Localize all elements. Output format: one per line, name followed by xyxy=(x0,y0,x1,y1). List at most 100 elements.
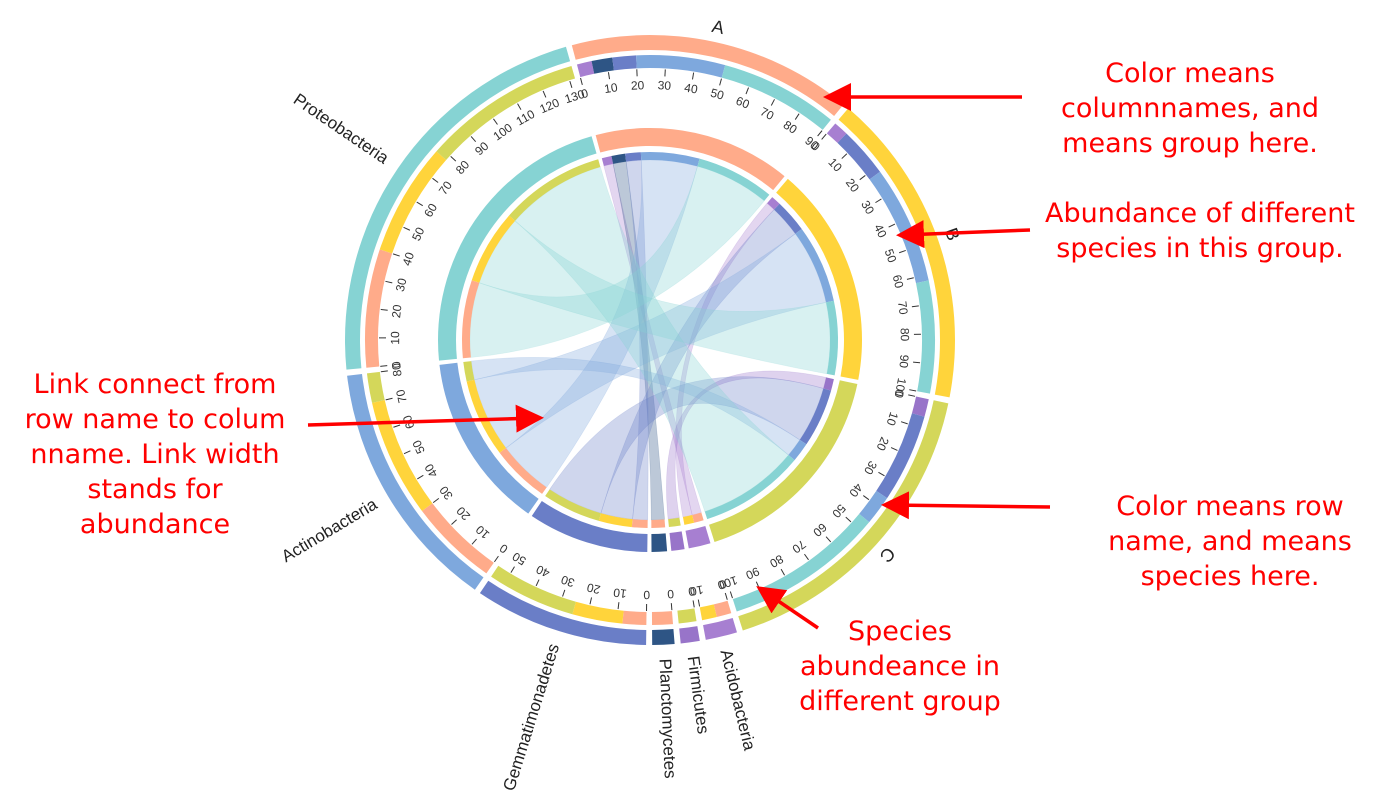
species-composition-segment xyxy=(422,503,494,574)
inner-composition-segment xyxy=(611,153,627,164)
tick-mark xyxy=(542,90,547,98)
tick-label: 40 xyxy=(683,81,699,97)
tick-label: 0 xyxy=(687,584,696,599)
inner-composition-segment xyxy=(774,203,802,234)
chord-link xyxy=(470,357,801,456)
tick-mark xyxy=(403,450,411,455)
species-composition-segment xyxy=(713,600,732,618)
tick-label: 0 xyxy=(389,360,404,368)
tick-mark xyxy=(493,118,498,125)
group-composition-segment xyxy=(915,280,935,394)
tick-mark xyxy=(724,592,728,600)
inner-sector-firmicutes xyxy=(669,531,685,551)
tick-label: 30 xyxy=(559,572,576,590)
inner-composition-segment xyxy=(499,448,547,494)
tick-mark xyxy=(719,78,722,86)
tick-label: 80 xyxy=(453,157,473,177)
tick-mark xyxy=(517,103,522,110)
tick-mark xyxy=(845,516,852,523)
inner-composition-segment xyxy=(826,300,838,376)
outer-sector-proteobacteria xyxy=(345,46,571,370)
annotation-line: columnnames, and xyxy=(1061,93,1319,124)
tick-mark xyxy=(471,538,477,545)
tick-mark xyxy=(900,421,908,425)
annotation-line: Color means xyxy=(1105,58,1275,89)
arrow-icon xyxy=(756,586,819,630)
group-composition-segment xyxy=(911,396,929,417)
tick-mark xyxy=(770,99,775,106)
tick-label: 0 xyxy=(717,577,728,592)
tick-mark xyxy=(906,277,914,280)
chord-link xyxy=(612,161,665,521)
tick-mark xyxy=(450,156,457,162)
chord-ribbons xyxy=(469,159,831,521)
tick-mark xyxy=(911,305,919,308)
group-composition-segment xyxy=(612,55,637,71)
tick-mark xyxy=(417,474,424,480)
tick-mark xyxy=(510,566,515,573)
inner-composition-segment xyxy=(692,512,704,523)
tick-label: 70 xyxy=(789,537,808,556)
tick-label: 40 xyxy=(871,222,890,240)
tick-label: 10 xyxy=(603,80,619,96)
tick-mark xyxy=(841,153,848,159)
tick-label: 50 xyxy=(409,438,427,456)
annotation-color-rows: Color means row name, and means species … xyxy=(1085,489,1375,594)
group-composition-segment xyxy=(859,490,888,523)
tick-label: 0 xyxy=(643,588,650,602)
inner-composition-segment xyxy=(463,361,475,382)
chord-link xyxy=(625,159,649,521)
tick-mark xyxy=(804,553,809,561)
tick-mark xyxy=(416,201,424,207)
tick-label: 30 xyxy=(861,458,880,477)
inner-composition-segment xyxy=(471,215,516,283)
annotation-species-group: Species abundeance in different group xyxy=(770,614,1030,719)
annotation-line: Abundance of different xyxy=(1045,198,1355,229)
species-label: Gemmatimonadetes xyxy=(499,641,563,793)
inner-sector-proteobacteria xyxy=(438,136,597,361)
inner-composition-segment xyxy=(601,155,614,167)
tick-mark xyxy=(875,198,882,204)
annotation-link: Link connect from row name to colum nnam… xyxy=(5,367,305,542)
tick-label: 70 xyxy=(436,178,455,197)
tick-mark xyxy=(890,447,898,451)
tick-label: 70 xyxy=(758,104,777,123)
tick-mark xyxy=(913,361,921,364)
species-label: Firmicutes xyxy=(684,655,713,735)
tick-label: 80 xyxy=(898,328,912,342)
tick-label: 10 xyxy=(688,582,704,598)
tick-mark xyxy=(729,591,733,599)
group-label: C xyxy=(876,543,900,566)
annotation-line: different group xyxy=(799,686,1001,717)
tick-label: 0 xyxy=(497,541,511,556)
tick-mark xyxy=(862,495,870,501)
species-composition-segment xyxy=(622,610,647,625)
tick-mark xyxy=(697,599,701,607)
annotation-abundance: Abundance of different species in this g… xyxy=(1025,196,1375,266)
annotation-line: means group here. xyxy=(1062,128,1318,159)
tick-label: 100 xyxy=(891,377,909,400)
tick-label: 50 xyxy=(882,247,900,265)
group-composition-segment xyxy=(636,55,726,78)
tick-label: 10 xyxy=(884,410,902,427)
group-composition-segment xyxy=(826,123,847,143)
annotation-line: abundance xyxy=(79,509,231,540)
inner-composition-segment xyxy=(682,514,695,525)
inner-composition-segment xyxy=(788,439,807,461)
annotation-line: Link connect from xyxy=(33,369,277,400)
inner-sector-planctomycetes xyxy=(651,533,668,552)
tick-label: 90 xyxy=(896,354,911,369)
tick-mark xyxy=(888,223,896,228)
tick-mark xyxy=(580,77,583,85)
group-composition-segment xyxy=(591,57,614,74)
tick-mark xyxy=(908,394,916,397)
species-composition-segment xyxy=(436,66,576,160)
outer-sector-actinobacteria xyxy=(347,373,484,590)
species-composition-segment xyxy=(572,601,624,624)
inner-composition-segment xyxy=(545,489,601,521)
tick-mark xyxy=(451,519,457,525)
chord-link xyxy=(666,370,827,520)
annotation-color-columns: Color means columnnames, and means group… xyxy=(1030,56,1350,161)
